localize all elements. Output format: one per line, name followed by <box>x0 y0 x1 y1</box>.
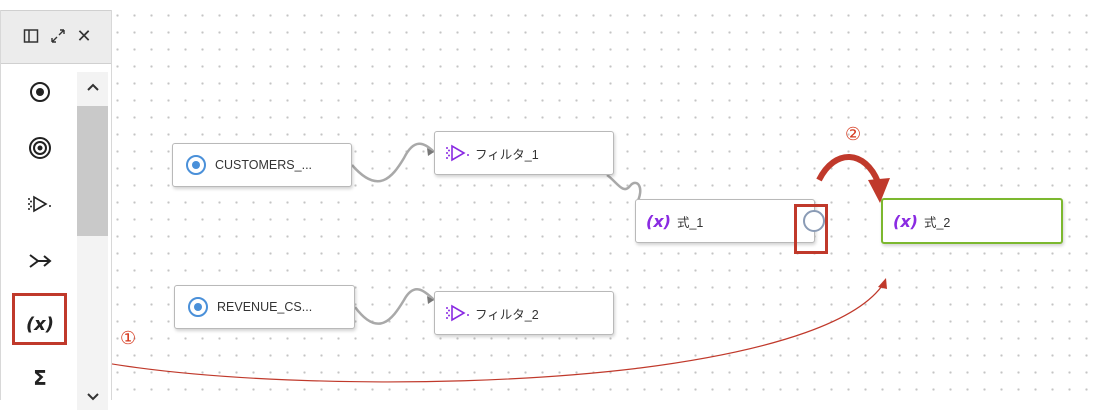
connector-revenue-filter2 <box>353 288 435 325</box>
node-label: フィルタ_2 <box>475 307 539 322</box>
node-label: フィルタ_1 <box>475 147 539 162</box>
node-customers-source[interactable]: CUSTOMERS_... <box>172 143 352 187</box>
scroll-up-icon[interactable] <box>77 72 108 102</box>
node-expression-1[interactable]: (x) 式_1 <box>635 199 815 243</box>
join-arrow-icon <box>29 254 52 268</box>
output-port-circle[interactable] <box>799 206 829 236</box>
connections-layer <box>39 142 890 383</box>
close-icon[interactable]: ✕ <box>76 25 92 47</box>
node-label: 式_1 <box>676 215 704 230</box>
node-label: CUSTOMERS_... <box>215 158 313 172</box>
connector-arrowhead <box>427 296 434 304</box>
annotation-step-1: ① <box>120 328 137 349</box>
highlight-expression-tool <box>12 293 67 345</box>
annotation-step-2: ② <box>845 124 862 145</box>
node-expression-2[interactable]: (x) 式_2 <box>881 198 1063 244</box>
source-icon <box>186 155 206 175</box>
sidebar-panel-icon[interactable] <box>21 25 41 47</box>
palette-scrollbar-thumb[interactable] <box>77 106 108 236</box>
filter-icon <box>28 195 51 213</box>
connector-arrowhead <box>427 148 434 156</box>
scroll-down-icon[interactable] <box>77 382 108 412</box>
connector-filter1-expr1 <box>606 173 642 206</box>
expression-tool[interactable]: (x) <box>11 298 69 350</box>
expand-icon[interactable] <box>48 25 68 47</box>
filter-tool[interactable] <box>11 178 69 230</box>
node-revenue-source[interactable]: REVENUE_CS... <box>174 285 355 329</box>
connector-customers-filter1 <box>351 142 435 183</box>
annotation-arrowhead-2 <box>868 178 890 203</box>
annotation-arrowhead-1 <box>878 278 887 289</box>
circle-dot-icon <box>30 82 50 102</box>
sigma-icon: Σ <box>33 366 47 390</box>
expression-tool-label: (x) <box>25 313 55 335</box>
filter-icon <box>446 144 469 162</box>
expression-icon: (x) <box>893 211 918 231</box>
annotation-arrow-1 <box>39 282 885 383</box>
node-filter-1[interactable]: フィルタ_1 <box>434 131 614 175</box>
highlight-output-port <box>794 204 828 254</box>
source-icon <box>188 297 208 317</box>
node-label: REVENUE_CS... <box>217 300 313 314</box>
palette-header: ✕ <box>1 10 111 64</box>
expression-icon: (x) <box>646 211 671 231</box>
annotation-arrow-2 <box>816 154 881 184</box>
filter-icon <box>446 304 469 322</box>
tool-palette: ✕ (x) Σ <box>0 10 112 410</box>
node-label: 式_2 <box>923 215 951 230</box>
source-tool[interactable] <box>11 66 69 118</box>
aggregate-tool[interactable]: Σ <box>11 352 69 404</box>
target-tool[interactable] <box>11 122 69 174</box>
join-tool[interactable] <box>11 234 69 286</box>
node-filter-2[interactable]: フィルタ_2 <box>434 291 614 335</box>
double-circle-icon <box>29 137 51 159</box>
